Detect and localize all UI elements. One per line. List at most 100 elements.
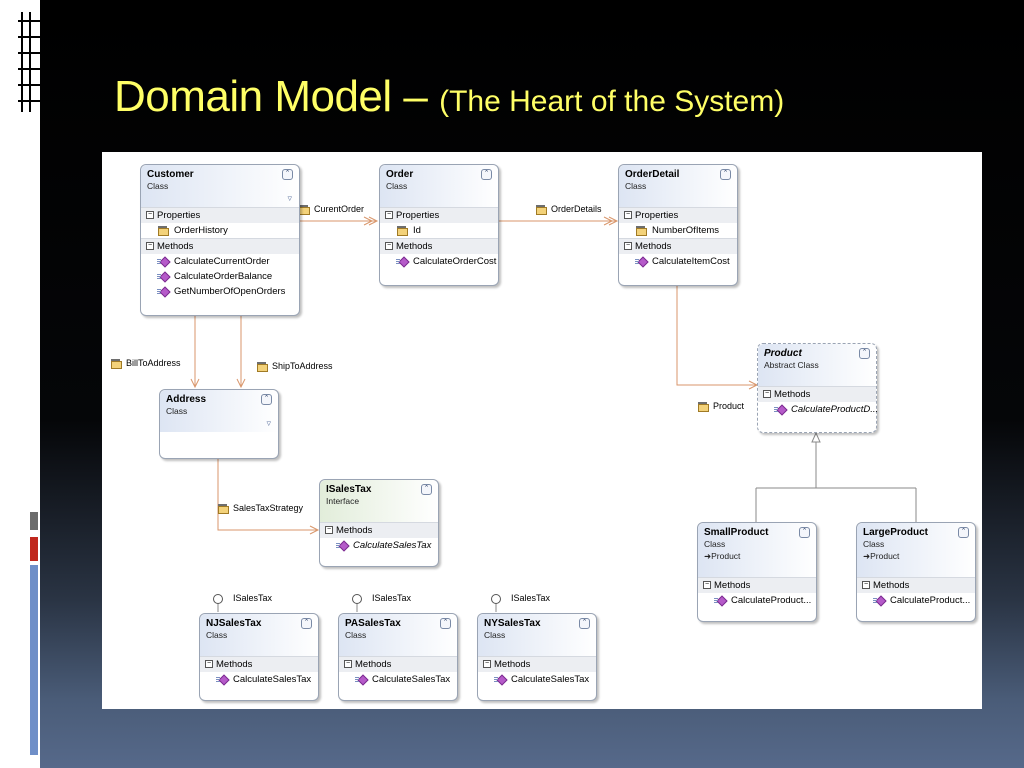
- collapse-minus-icon[interactable]: −: [385, 211, 393, 220]
- class-address[interactable]: Address Class ⌃ ▿: [159, 389, 279, 459]
- section-methods[interactable]: −Methods: [619, 238, 737, 254]
- member-method[interactable]: CalculateSalesTax: [339, 672, 457, 687]
- property-icon: [157, 225, 169, 236]
- section-methods[interactable]: −Methods: [200, 656, 318, 672]
- class-stereotype: Abstract Class: [764, 360, 819, 370]
- collapse-minus-icon[interactable]: −: [703, 581, 711, 590]
- collapse-minus-icon[interactable]: −: [146, 242, 154, 251]
- class-largeproduct[interactable]: LargeProduct Class ➜Product ⌃ −Methods C…: [856, 522, 976, 622]
- double-chevron-up-icon[interactable]: ⌃: [282, 169, 293, 180]
- link-product: [676, 285, 757, 386]
- arrow-right-icon: ➜: [704, 551, 712, 561]
- member-method[interactable]: GetNumberOfOpenOrders: [141, 284, 299, 299]
- method-icon: [157, 287, 168, 296]
- member-method[interactable]: CalculateItemCost: [619, 254, 737, 269]
- collapse-minus-icon[interactable]: −: [385, 242, 393, 251]
- class-nysalestax[interactable]: NYSalesTax Class ⌃ −Methods CalculateSal…: [477, 613, 597, 701]
- member-property[interactable]: OrderHistory: [141, 223, 299, 238]
- collapse-minus-icon[interactable]: −: [325, 526, 333, 535]
- method-icon: [216, 675, 227, 684]
- collapse-minus-icon[interactable]: −: [146, 211, 154, 220]
- collapse-minus-icon[interactable]: −: [624, 211, 632, 220]
- double-chevron-up-icon[interactable]: ⌃: [859, 348, 870, 359]
- member-method[interactable]: CalculateProduct...: [857, 593, 975, 608]
- collapse-minus-icon[interactable]: −: [205, 660, 213, 669]
- class-stereotype: Class: [863, 539, 885, 549]
- section-properties[interactable]: −Properties: [380, 207, 498, 223]
- collapse-minus-icon[interactable]: −: [862, 581, 870, 590]
- section-methods[interactable]: −Methods: [141, 238, 299, 254]
- collapse-minus-icon[interactable]: −: [344, 660, 352, 669]
- member-method[interactable]: CalculateCurrentOrder: [141, 254, 299, 269]
- class-name: SmallProduct: [704, 527, 769, 538]
- double-chevron-up-icon[interactable]: ⌃: [440, 618, 451, 629]
- class-stereotype: Class: [166, 406, 188, 416]
- property-icon: [110, 359, 122, 370]
- class-orderdetail[interactable]: OrderDetail Class ⌃ −Properties NumberOf…: [618, 164, 738, 286]
- double-chevron-up-icon[interactable]: ⌃: [421, 484, 432, 495]
- collapse-minus-icon[interactable]: −: [624, 242, 632, 251]
- class-smallproduct[interactable]: SmallProduct Class ➜Product ⌃ −Methods C…: [697, 522, 817, 622]
- section-methods[interactable]: −Methods: [857, 577, 975, 593]
- member-method[interactable]: CalculateProduct...: [698, 593, 816, 608]
- member-method[interactable]: CalculateSalesTax: [478, 672, 596, 687]
- section-methods[interactable]: −Methods: [758, 386, 876, 402]
- section-properties[interactable]: −Properties: [619, 207, 737, 223]
- interface-isalestax[interactable]: ISalesTax Interface ⌃ −Methods Calculate…: [319, 479, 439, 567]
- method-icon: [873, 596, 884, 605]
- method-icon: [774, 405, 785, 414]
- double-chevron-up-icon[interactable]: ⌃: [301, 618, 312, 629]
- filter-icon[interactable]: ▿: [266, 418, 271, 428]
- class-stereotype: Interface: [326, 496, 360, 506]
- double-chevron-up-icon[interactable]: ⌃: [261, 394, 272, 405]
- double-chevron-up-icon[interactable]: ⌃: [579, 618, 590, 629]
- section-methods[interactable]: −Methods: [320, 522, 438, 538]
- member-property[interactable]: Id: [380, 223, 498, 238]
- member-method[interactable]: CalculateSalesTax: [200, 672, 318, 687]
- double-chevron-up-icon[interactable]: ⌃: [799, 527, 810, 538]
- section-properties[interactable]: −Properties: [141, 207, 299, 223]
- method-icon: [635, 257, 646, 266]
- slide-title: Domain Model – (The Heart of the System): [114, 72, 784, 122]
- method-icon: [355, 675, 366, 684]
- member-method[interactable]: CalculateSalesTax: [320, 538, 438, 553]
- double-chevron-up-icon[interactable]: ⌃: [481, 169, 492, 180]
- interface-lollipop-icon: [213, 593, 223, 604]
- class-product[interactable]: Product Abstract Class ⌃ −Methods Calcul…: [757, 343, 878, 433]
- method-icon: [494, 675, 505, 684]
- decorative-bar-blue: [30, 565, 38, 755]
- diagram-connectors: [190, 216, 917, 612]
- class-pasalestax[interactable]: PASalesTax Class ⌃ −Methods CalculateSal…: [338, 613, 458, 701]
- method-icon: [714, 596, 725, 605]
- filter-icon[interactable]: ▿: [287, 193, 292, 203]
- double-chevron-up-icon[interactable]: ⌃: [958, 527, 969, 538]
- class-order[interactable]: Order Class ⌃ −Properties Id −Methods Ca…: [379, 164, 499, 286]
- inheritance-line: [755, 442, 917, 522]
- class-stereotype: Class: [704, 539, 726, 549]
- arrowhead: [603, 216, 619, 226]
- class-njsalestax[interactable]: NJSalesTax Class ⌃ −Methods CalculateSal…: [199, 613, 319, 701]
- collapse-minus-icon[interactable]: −: [483, 660, 491, 669]
- class-name: OrderDetail: [625, 169, 680, 180]
- member-method[interactable]: CalculateOrderBalance: [141, 269, 299, 284]
- section-methods[interactable]: −Methods: [698, 577, 816, 593]
- class-customer[interactable]: Customer Class ⌃ ▿ −Properties OrderHist…: [140, 164, 300, 316]
- inheritance-triangle: [811, 431, 821, 443]
- arrowhead: [363, 216, 379, 226]
- section-methods[interactable]: −Methods: [478, 656, 596, 672]
- assoc-label-sales-tax-strategy: SalesTaxStrategy: [217, 503, 303, 515]
- class-stereotype: Class: [206, 630, 228, 640]
- collapse-minus-icon[interactable]: −: [763, 390, 771, 399]
- inherits-label: ➜Product: [704, 551, 741, 561]
- section-methods[interactable]: −Methods: [380, 238, 498, 254]
- member-method[interactable]: CalculateProductD...: [758, 402, 878, 417]
- class-name: Customer: [147, 169, 194, 180]
- property-icon: [217, 504, 229, 515]
- double-chevron-up-icon[interactable]: ⌃: [720, 169, 731, 180]
- section-methods[interactable]: −Methods: [339, 656, 457, 672]
- class-stereotype: Class: [345, 630, 367, 640]
- property-icon: [697, 402, 709, 413]
- member-property[interactable]: NumberOfItems: [619, 223, 737, 238]
- member-method[interactable]: CalculateOrderCost: [380, 254, 498, 269]
- link-sales-tax-strategy: [217, 458, 318, 531]
